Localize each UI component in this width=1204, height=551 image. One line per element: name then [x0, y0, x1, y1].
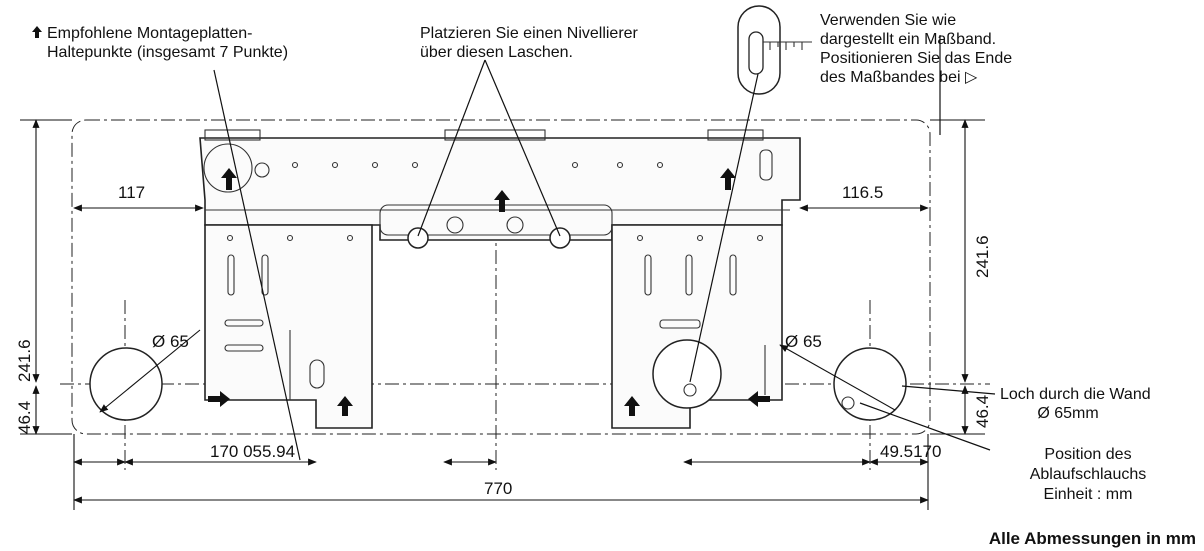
label-leveler-2: über diesen Laschen.: [420, 44, 573, 61]
label-mounting-points-1: Empfohlene Montageplatten-: [47, 25, 252, 42]
dim-right-offset: 116.5: [842, 183, 883, 202]
up-arrow-icon: [32, 26, 42, 38]
label-tape-3: Positionieren Sie das Ende: [820, 50, 1012, 67]
label-drain-2: Ablaufschlauchs: [1030, 466, 1147, 483]
dim-left-offset: 117: [118, 183, 145, 202]
mounting-point-arrows: [208, 168, 770, 416]
mount-arrow-icon: [748, 391, 770, 407]
label-drain-3: Einheit : mm: [1044, 486, 1133, 503]
dim-bottom-left: 170 055.94: [210, 442, 295, 461]
plate-details: [204, 129, 790, 400]
label-tape-4: des Maßbandes bei ▷: [820, 69, 978, 86]
dim-overall-width: 770: [484, 479, 512, 498]
label-wall-hole-1: Loch durch die Wand: [1000, 386, 1151, 403]
wall-hole-left: [89, 347, 163, 421]
dim-bottom-right: 49.5170: [880, 442, 941, 461]
mounting-point-circle-left: [203, 143, 253, 193]
wall-hole-right: [833, 347, 907, 421]
label-drain-1: Position des: [1044, 446, 1131, 463]
footer-note: Alle Abmessungen in mm: [989, 529, 1196, 548]
mount-arrow-icon: [624, 396, 640, 416]
leveler-tab-right: [549, 227, 571, 249]
mount-arrow-icon: [221, 168, 237, 190]
dim-right-bottom: 46.4: [973, 395, 992, 428]
dim-left-diameter: Ø 65: [152, 332, 189, 351]
mount-arrow-icon: [494, 190, 510, 212]
mounting-plate-left-leg: [204, 224, 373, 429]
mount-arrow-icon: [208, 391, 230, 407]
dimension-lines: [20, 119, 985, 510]
mount-arrow-icon: [720, 168, 736, 190]
dim-right-diameter: Ø 65: [785, 332, 822, 351]
dim-right-height: 241.6: [973, 235, 992, 278]
dim-left-height: 241.6: [15, 339, 34, 382]
label-mounting-points-2: Haltepunkte (insgesamt 7 Punkte): [47, 44, 288, 61]
leveler-tab-left: [407, 227, 429, 249]
label-tape-1: Verwenden Sie wie: [820, 12, 956, 29]
dim-left-bottom: 46.4: [15, 401, 34, 434]
indoor-unit-outline: [71, 119, 931, 435]
wall-hole-center-right: [652, 339, 722, 409]
label-leveler-1: Platzieren Sie einen Nivellierer: [420, 25, 639, 42]
mount-arrow-icon: [337, 396, 353, 416]
label-wall-hole-2: Ø 65mm: [1037, 405, 1098, 422]
label-tape-2: dargestellt ein Maßband.: [820, 31, 996, 48]
